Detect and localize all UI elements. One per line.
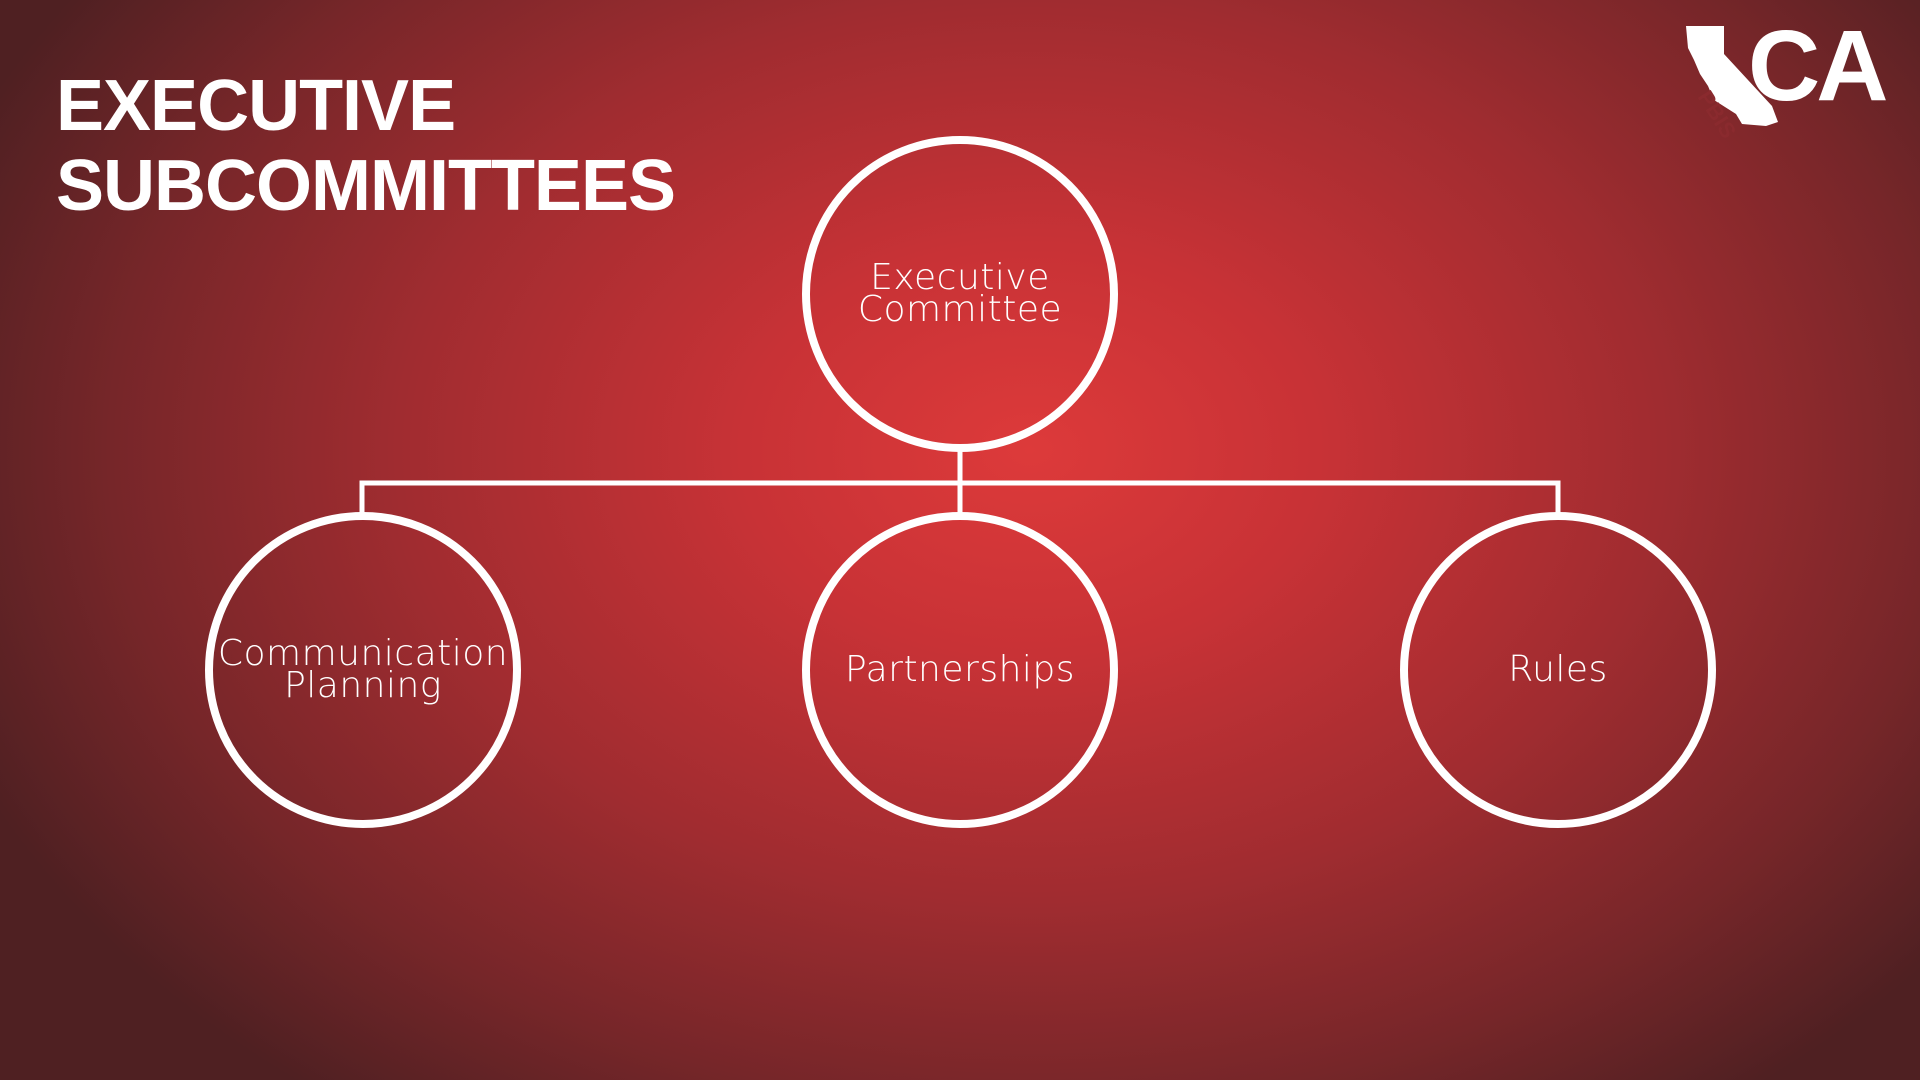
- node-executive-committee: Executive Committee: [802, 136, 1118, 452]
- node-label: Communication Planning: [217, 633, 509, 706]
- ca-pbis-logo: CA PBIS: [1680, 16, 1888, 143]
- slide-title-line2: SUBCOMMITTEES: [56, 146, 676, 226]
- node-label: Partnerships: [844, 649, 1075, 690]
- slide-title: EXECUTIVE SUBCOMMITTEES: [56, 66, 676, 226]
- node-label: Rules: [1508, 649, 1608, 690]
- california-state-icon: [1686, 26, 1778, 126]
- logo-letters: CA: [1748, 10, 1888, 122]
- node-rules: Rules: [1400, 512, 1716, 828]
- slide-title-line1: EXECUTIVE: [56, 66, 456, 146]
- node-partnerships: Partnerships: [802, 512, 1118, 828]
- node-communication-planning: Communication Planning: [205, 512, 521, 828]
- node-label: Executive Committee: [857, 257, 1063, 330]
